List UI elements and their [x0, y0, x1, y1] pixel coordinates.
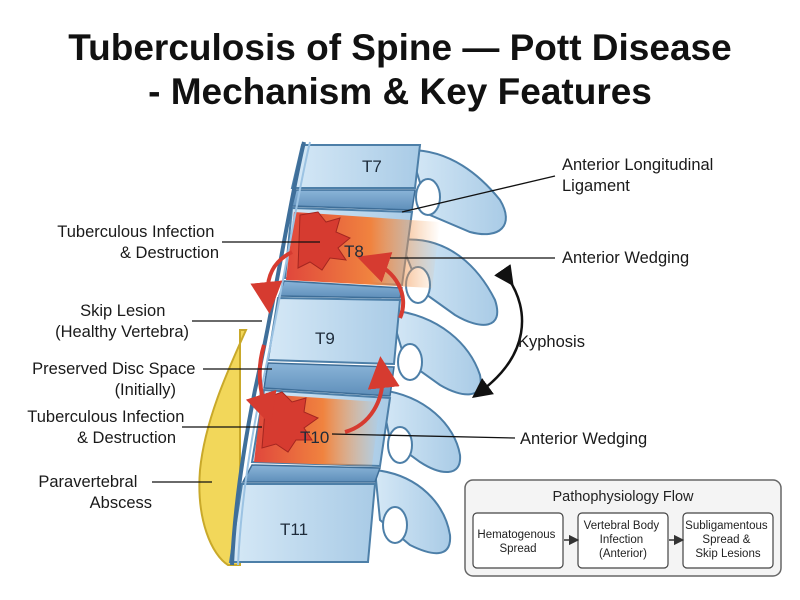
flow-step-2-text: Vertebral Body Infection (Anterior)	[584, 520, 663, 560]
label-infection-lower: Tuberculous Infection & Destruction	[27, 408, 189, 447]
intervertebral-discs	[241, 189, 416, 483]
label-kyphosis: Kyphosis	[518, 333, 585, 351]
spread-arrow-down-1	[250, 250, 293, 314]
vertebra-label-t11: T11	[280, 520, 308, 539]
disc-t7-t8	[291, 189, 416, 211]
disc-t10-t11	[241, 464, 382, 483]
flow-step-1-box	[472, 512, 564, 569]
title-line-2: - Mechanism & Key Features	[148, 71, 652, 112]
label-infection-upper: Tuberculous Infection & Destruction	[57, 223, 219, 262]
vertebra-t7-body	[290, 144, 422, 189]
flow-title: Pathophysiology Flow	[552, 489, 694, 505]
flow-step-1-text: Hematogenous Spread	[477, 529, 558, 555]
paravertebral-abscess-shape	[198, 329, 248, 566]
spread-arrow-down-2	[245, 344, 277, 426]
label-anterior-longitudinal-ligament: Anterior Longitudinal Ligament	[562, 156, 718, 195]
anterior-longitudinal-ligament	[230, 141, 306, 566]
pathophysiology-flow-box: Pathophysiology Flow Hematogenous Spread…	[464, 479, 782, 577]
leader-lines	[152, 175, 556, 483]
kyphosis-arrow	[471, 264, 524, 398]
page-title: Tuberculosis of Spine — Pott Disease - M…	[0, 26, 800, 114]
vertebra-label-t9: T9	[315, 329, 335, 348]
vertebra-label-t7: T7	[362, 157, 382, 176]
vertebra-label-t10: T10	[300, 428, 329, 447]
spread-arrow-curve-t10	[344, 356, 400, 434]
label-anterior-wedging-upper: Anterior Wedging	[562, 249, 689, 267]
label-paravertebral-abscess: Paravertebral Abscess	[38, 473, 152, 512]
title-line-1: Tuberculosis of Spine — Pott Disease	[68, 27, 732, 68]
flow-step-3-text: Subligamentous Spread & Skip Lesions	[685, 520, 771, 560]
spread-arrow-curve-t8	[356, 252, 406, 319]
spread-arrows	[245, 250, 406, 434]
vertebra-label-t8: T8	[344, 242, 364, 261]
label-skip-lesion: Skip Lesion (Healthy Vertebra)	[55, 302, 189, 341]
lytic-lesion-t8	[297, 211, 351, 271]
label-anterior-wedging-lower: Anterior Wedging	[520, 430, 647, 448]
label-preserved-disc: Preserved Disc Space (Initially)	[32, 360, 200, 399]
disc-t9-t10	[263, 362, 395, 397]
